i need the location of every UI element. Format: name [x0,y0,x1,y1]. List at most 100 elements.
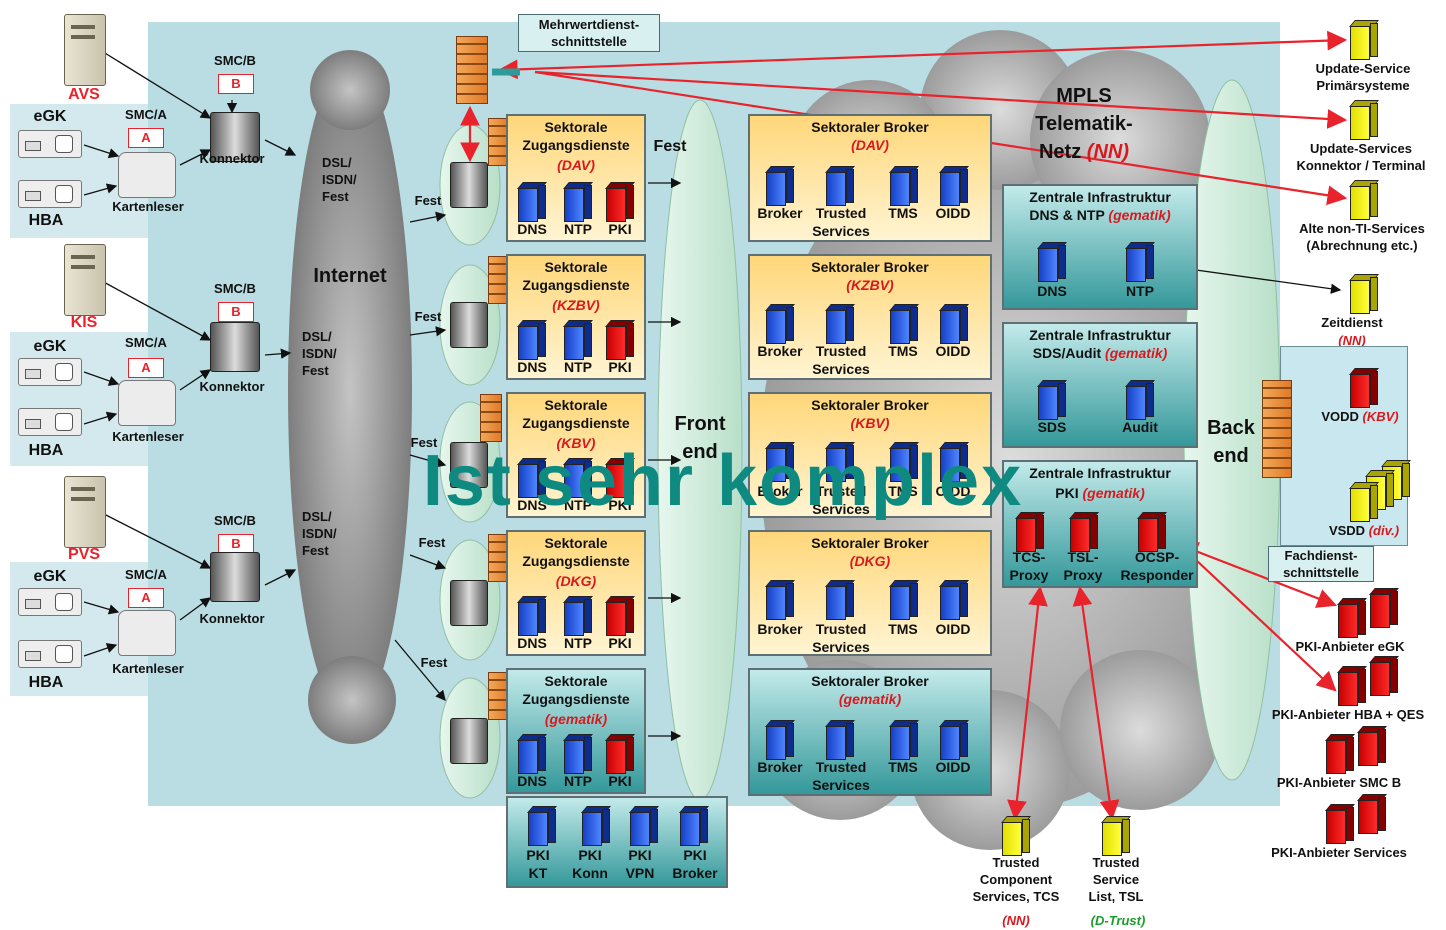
server-label: NTP [564,773,592,789]
zentral-sub: PKI (gematik) [1004,484,1196,502]
pki-anbieter-services-icon [1357,794,1387,834]
zentral-org: (gematik) [1082,485,1145,501]
ntp-server-icon [563,458,593,498]
trusted-services-server-icon [825,166,855,206]
pki-server-icon [605,182,635,222]
broker-title: Sektoraler Broker [811,397,929,413]
server-label: NTP [1126,283,1154,299]
server-label: OCSP- Responder [1120,549,1194,583]
oidd-server-icon [939,304,969,344]
pki-services-box: PKI KT PKI Konn PKI VPN PKI Broker [506,796,728,888]
server-label: TMS [888,759,918,775]
backend-label: Back end [1207,417,1255,467]
ntp-server-icon [563,320,593,360]
alte-services-server-icon [1349,180,1379,220]
server-label: PKI [608,635,632,651]
kartenleser-icon [118,380,176,426]
broker-server-icon [765,442,795,482]
konnektor-label: Konnektor [199,611,265,626]
smcb-card-icon: B [218,74,254,94]
server-label: PKI [608,773,632,789]
server-label: OIDD [935,759,971,775]
hba-label: HBA [28,674,64,691]
server-label: SDS [1037,419,1067,435]
broker-org: (DAV) [851,137,889,153]
fachdienst-schnittstelle-label: Fachdienst- schnittstelle [1268,546,1374,582]
fest-label: Fest [414,309,442,324]
vodd-server-icon [1349,368,1379,408]
server-label: TMS [888,343,918,359]
dsl-label: DSL/ ISDN/ Fest [322,155,357,204]
egk-label: eGK [33,108,67,125]
broker-title: Sektoraler Broker [811,259,929,275]
server-label: NTP [564,635,592,651]
egk-label: eGK [33,568,67,585]
server-label: OIDD [935,205,971,221]
pki-label: PKI Konn [572,847,608,881]
smcb-card-icon: B [218,302,254,322]
smca-label: SMC/A [125,567,167,582]
kartenleser-label: Kartenleser [112,429,184,444]
zentral-sub-text: PKI [1055,485,1079,501]
dsl-label: DSL/ ISDN/ Fest [302,509,337,558]
vsdd-server-icon [1349,482,1379,522]
ntp-server-icon [563,182,593,222]
zugangsdienste-title: Sektorale Zugangsdienste [522,119,630,153]
hba-card-reader-icon [18,180,82,208]
zeitdienst-server-icon [1349,274,1379,314]
smcb-label: SMC/B [214,53,256,68]
vsdd-text: VSDD [1328,523,1366,538]
pki-server-icon [605,320,635,360]
tms-server-icon [889,442,919,482]
egk-card-reader-icon [18,588,82,616]
server-label: Broker [757,621,803,637]
server-label: Trusted Services [812,621,870,655]
zentral-org: (gematik) [1108,207,1171,223]
update-services-server-icon [1349,100,1379,140]
zentral-title: Zentrale Infrastruktur [1029,327,1171,343]
right-service-label: Update-Service Primärsysteme [1315,61,1411,93]
ntp-server-icon [563,596,593,636]
server-label: OIDD [935,483,971,499]
server-label: NTP [564,221,592,237]
konnektor-icon [210,552,260,602]
practice-system-label: AVS [68,86,100,103]
practice-system-label: PVS [67,546,100,563]
trusted-org: (NN) [1002,913,1030,928]
dns-server-icon [517,596,547,636]
ocsp-responder-server-icon [1137,512,1167,552]
dns-server-icon [517,182,547,222]
zugangsdienste-org: (DAV) [557,157,595,173]
oidd-server-icon [939,166,969,206]
broker-title: Sektoraler Broker [811,119,929,135]
server-label: Trusted Services [812,759,870,793]
server-label: TMS [888,483,918,499]
server-label: NTP [564,359,592,375]
tcs-proxy-server-icon [1015,512,1045,552]
mpls-line2: Telematik- [1035,113,1133,135]
practice-system-label: KIS [70,314,98,331]
zentral-sub-text: DNS & NTP [1029,207,1105,223]
tms-server-icon [889,720,919,760]
tms-server-icon [889,166,919,206]
broker-org: (gematik) [838,691,902,707]
pki-anbieter-label: PKI-Anbieter Services [1271,845,1407,860]
zeitdienst-org: (NN) [1338,333,1366,348]
trusted-org: (D-Trust) [1090,913,1146,928]
trusted-label: Trusted Service List, TSL [1088,855,1144,904]
server-label: PKI [608,221,632,237]
pki-broker-server-icon [679,806,709,846]
konnektor-label: Konnektor [199,379,265,394]
pki-anbieter-label: PKI-Anbieter eGK [1295,639,1405,654]
trusted-services-server-icon [825,720,855,760]
dns-server-icon [517,734,547,774]
trusted-services-server-icon [825,442,855,482]
router-icon [450,580,488,626]
mehrwert-firewall-icon [456,36,488,104]
ntp-server-icon [563,734,593,774]
zugangsdienste-dav: Sektorale Zugangsdienste (DAV) DNS NTP P… [506,114,646,242]
zentral-title: Zentrale Infrastruktur [1029,465,1171,481]
zugangsdienste-org: (KBV) [556,435,596,451]
broker-server-icon [765,580,795,620]
server-label: TCS- Proxy [1009,549,1049,583]
